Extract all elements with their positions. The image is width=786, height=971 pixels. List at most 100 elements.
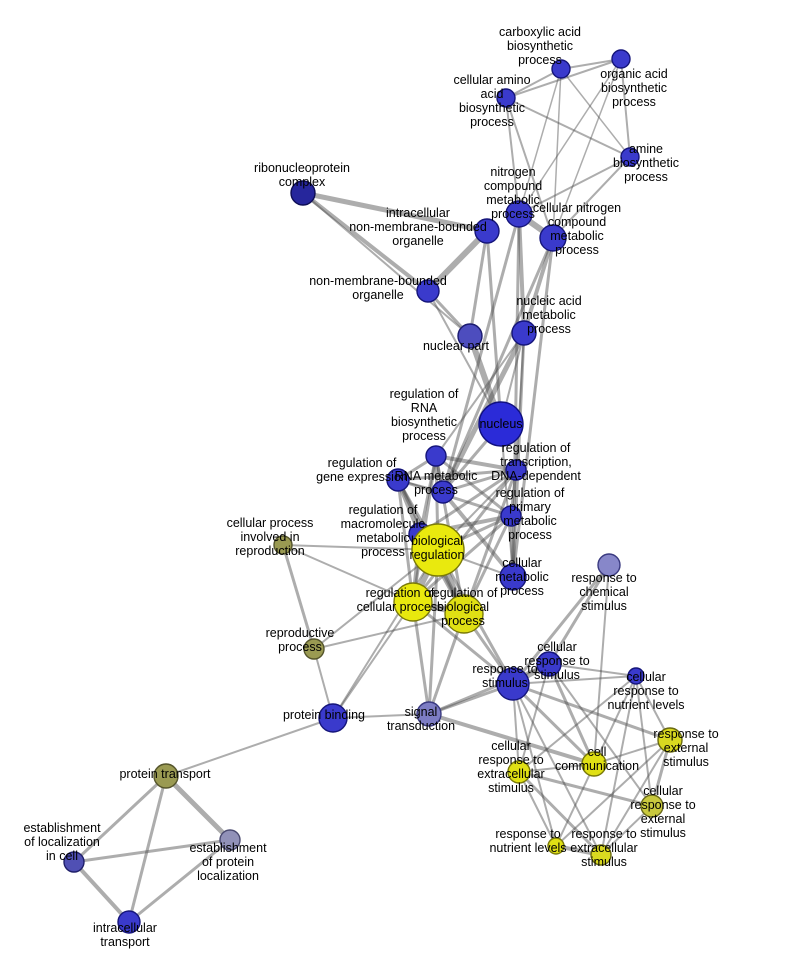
node-repro[interactable]: [303, 638, 325, 660]
edge-rnamet--regtdna[interactable]: [441, 468, 518, 494]
edge-cellmet--nucleus[interactable]: [500, 423, 514, 578]
node-rnamet[interactable]: [431, 480, 455, 504]
node-cresp[interactable]: [536, 651, 562, 677]
node-respext[interactable]: [657, 727, 683, 753]
node-cnitrogen[interactable]: [539, 224, 567, 252]
node-estprot[interactable]: [219, 829, 241, 851]
edge-regtdna--regmacro[interactable]: [418, 468, 518, 536]
node-respchem[interactable]: [597, 553, 621, 577]
edge-nucleic--regrna[interactable]: [435, 332, 525, 457]
edge-cresp--crespext[interactable]: [548, 663, 653, 807]
node-cellmet[interactable]: [499, 563, 527, 591]
edge-reggene--regprim[interactable]: [396, 478, 513, 518]
edge-regtdna--regbio[interactable]: [462, 468, 518, 616]
node-bioreg[interactable]: [411, 523, 465, 577]
edge-respext--cellcomm[interactable]: [593, 739, 671, 765]
edge-ribo--inmb[interactable]: [300, 190, 490, 234]
edge-respchem--cellcomm[interactable]: [593, 564, 610, 765]
edge-amine--nitrogen[interactable]: [518, 156, 631, 215]
edge-crespnl--crespext[interactable]: [635, 675, 653, 807]
node-cellcomm[interactable]: [581, 751, 607, 777]
edge-cresp--respchem[interactable]: [547, 563, 611, 666]
edge-ribo--nmb[interactable]: [301, 191, 430, 293]
node-regbio[interactable]: [444, 594, 484, 634]
edge-amine--cnitrogen[interactable]: [552, 156, 631, 239]
node-intrans[interactable]: [117, 910, 141, 934]
node-regrna[interactable]: [425, 445, 447, 467]
edge-resp--crespnl[interactable]: [512, 675, 637, 685]
edge-ptrans--estprot[interactable]: [163, 773, 233, 843]
edge-respext--respnl[interactable]: [555, 739, 671, 847]
edge-regcell--resp[interactable]: [411, 600, 515, 686]
node-amino[interactable]: [496, 88, 516, 108]
edge-cresp--crespnl[interactable]: [548, 663, 637, 677]
node-nucleic[interactable]: [511, 320, 537, 346]
node-npart[interactable]: [457, 323, 483, 349]
edge-cresp--cellcomm[interactable]: [547, 662, 596, 766]
edge-inmb--nucleus[interactable]: [485, 229, 503, 426]
edge-ribo--npart[interactable]: [302, 192, 471, 337]
node-nitrogen[interactable]: [505, 200, 533, 228]
edge-regrna--regmacro[interactable]: [418, 454, 438, 536]
edge-crespextra--respextra[interactable]: [517, 770, 603, 857]
edge-crespextra--respnl[interactable]: [518, 771, 557, 847]
edge-rnamet--cellmet[interactable]: [441, 490, 515, 579]
edge-regcell--pbind[interactable]: [332, 601, 414, 719]
edge-bioreg--sigtrans[interactable]: [427, 548, 440, 716]
edge-organic--amine[interactable]: [620, 58, 631, 158]
edge-cresp--sigtrans[interactable]: [427, 662, 551, 716]
edge-nucleic--cellmet[interactable]: [511, 331, 526, 579]
edge-pbind--ptrans[interactable]: [165, 717, 334, 777]
node-carbox[interactable]: [551, 59, 571, 79]
edge-respext--respextra[interactable]: [600, 739, 671, 856]
edge-regtdna--reggene[interactable]: [396, 468, 518, 482]
node-amine[interactable]: [620, 147, 640, 167]
edge-organic--amino[interactable]: [505, 58, 622, 99]
edge-amino--nitrogen[interactable]: [505, 97, 520, 215]
edge-nitrogen--nucleic[interactable]: [517, 212, 526, 335]
edge-estloc--intrans[interactable]: [72, 860, 131, 924]
edge-inmb--nmb[interactable]: [425, 228, 490, 294]
edge-carbox--cnitrogen[interactable]: [552, 68, 562, 239]
node-resp[interactable]: [496, 667, 530, 701]
node-pbind[interactable]: [318, 703, 348, 733]
edge-amino--amine[interactable]: [505, 97, 631, 158]
edge-carbox--amine[interactable]: [560, 68, 631, 158]
edge-pbind--sigtrans[interactable]: [332, 713, 430, 719]
edge-regrna--regprim[interactable]: [434, 454, 513, 518]
node-crespnl[interactable]: [627, 667, 645, 685]
node-nmb[interactable]: [416, 279, 440, 303]
edge-cnitrogen--nucleic[interactable]: [522, 236, 555, 335]
edge-nitrogen--rnamet[interactable]: [441, 212, 521, 494]
edge-bioreg--pbind[interactable]: [332, 549, 439, 719]
node-regtdna[interactable]: [505, 459, 527, 481]
node-cprepro[interactable]: [273, 535, 293, 555]
edge-carbox--nitrogen[interactable]: [518, 68, 562, 215]
edge-nmb--nucleus[interactable]: [427, 290, 502, 425]
node-inmb[interactable]: [474, 218, 500, 244]
edge-crespextra--crespext[interactable]: [517, 770, 654, 808]
node-estloc[interactable]: [63, 851, 85, 873]
edge-cprepro--repro[interactable]: [281, 543, 316, 651]
edge-cellcomm--sigtrans[interactable]: [427, 712, 596, 766]
edge-crespnl--crespextra[interactable]: [518, 675, 637, 773]
edge-ptrans--intrans[interactable]: [127, 774, 168, 924]
node-ptrans[interactable]: [153, 763, 179, 789]
edge-cnitrogen--rnamet[interactable]: [441, 236, 555, 494]
edge-resp--respnl[interactable]: [512, 683, 557, 847]
edge-crespnl--respextra[interactable]: [600, 675, 637, 856]
edge-resp--respext[interactable]: [511, 682, 672, 742]
edge-estprot--estloc[interactable]: [72, 838, 232, 864]
node-organic[interactable]: [611, 49, 631, 69]
node-regprim[interactable]: [500, 505, 522, 527]
edge-carbox--organic[interactable]: [560, 58, 622, 70]
node-respnl[interactable]: [547, 837, 565, 855]
edge-carbox--amino[interactable]: [505, 68, 562, 99]
edge-organic--cnitrogen[interactable]: [552, 58, 622, 239]
node-nucleus[interactable]: [478, 401, 524, 447]
node-crespext[interactable]: [640, 794, 664, 818]
edge-resp--respextra[interactable]: [512, 683, 602, 856]
edge-respextra--crespext[interactable]: [600, 805, 653, 856]
node-sigtrans[interactable]: [416, 701, 442, 727]
edge-regtdna--regcell[interactable]: [411, 468, 518, 604]
